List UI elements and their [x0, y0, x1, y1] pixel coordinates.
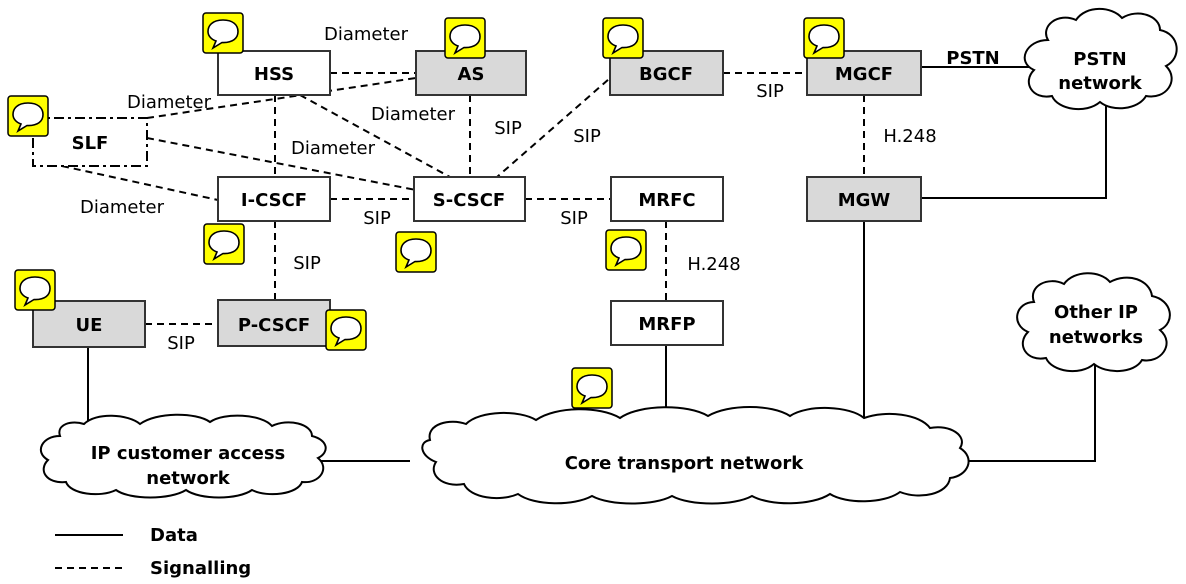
icscf-pcscf-sip-label: SIP — [293, 253, 321, 274]
access-cloud-label-line1: IP customer access — [91, 443, 286, 464]
slf-icscf-link-label: Diameter — [80, 197, 165, 218]
pstn-cloud-label-line2: network — [1058, 73, 1142, 94]
ue-pcscf-sip-label: SIP — [167, 333, 195, 354]
slf-scscf-link-label: Diameter — [291, 138, 376, 159]
link-slf-icscf — [61, 165, 219, 201]
as-label: AS — [458, 64, 485, 85]
legend-signalling-label: Signalling — [150, 558, 251, 579]
signalling-links — [61, 71, 865, 325]
icscf-label: I-CSCF — [241, 190, 307, 211]
comment-icon[interactable] — [325, 309, 367, 351]
pcscf-label: P-CSCF — [238, 315, 310, 336]
as-scscf-sip-label: SIP — [494, 118, 522, 139]
comment-icon[interactable] — [395, 231, 437, 273]
pstn-network-cloud — [1023, 7, 1178, 111]
comment-icon[interactable] — [203, 223, 245, 265]
mrfc-mrfp-h248-label: H.248 — [687, 254, 740, 275]
bgcf-label: BGCF — [639, 64, 693, 85]
slf-node — [32, 117, 148, 167]
link-bgcf-scscf — [496, 71, 618, 178]
mrfp-label: MRFP — [638, 314, 695, 335]
pcscf-node — [217, 299, 331, 347]
mgw-label: MGW — [838, 190, 891, 211]
hss-as-link-label: Diameter — [324, 24, 409, 45]
mrfc-node — [610, 176, 724, 222]
icscf-node — [217, 176, 331, 222]
link-hss-scscf — [299, 94, 451, 178]
ip-customer-access-network-cloud — [39, 413, 327, 499]
mgcf-pstn-link-label: PSTN — [946, 48, 1000, 69]
comment-icon[interactable] — [7, 95, 49, 137]
hss-label: HSS — [254, 64, 294, 85]
mgcf-label: MGCF — [835, 64, 893, 85]
icscf-scscf-sip-label: SIP — [363, 208, 391, 229]
legend-data-label: Data — [150, 525, 198, 546]
scscf-mrfc-sip-label: SIP — [560, 208, 588, 229]
legend: Data Signalling — [55, 525, 251, 579]
comment-icon[interactable] — [803, 17, 845, 59]
pstn-cloud-label-line1: PSTN — [1073, 49, 1127, 70]
comment-icon[interactable] — [571, 367, 613, 409]
mrfc-label: MRFC — [638, 190, 695, 211]
scscf-node — [413, 176, 526, 222]
slf-hss-link-label: Diameter — [127, 92, 212, 113]
other-ip-cloud-label-line1: Other IP — [1054, 302, 1138, 323]
link-slf-as — [146, 77, 417, 119]
mgcf-mgw-h248-label: H.248 — [883, 126, 936, 147]
slf-label: SLF — [72, 133, 109, 154]
bgcf-mgcf-sip-label: SIP — [756, 81, 784, 102]
comment-icon[interactable] — [602, 17, 644, 59]
link-core-otherip — [965, 358, 1096, 462]
other-ip-networks-cloud — [1016, 272, 1171, 373]
link-mgw-pstn — [921, 90, 1107, 199]
mrfp-node — [610, 300, 724, 346]
mgcf-node — [806, 50, 922, 96]
core-cloud-label: Core transport network — [565, 453, 805, 474]
data-links — [87, 66, 1107, 462]
hss-node — [217, 50, 331, 96]
link-slf-scscf — [146, 137, 417, 191]
bgcf-scscf-sip-label: SIP — [573, 126, 601, 147]
scscf-label: S-CSCF — [433, 190, 505, 211]
comment-icon[interactable] — [605, 229, 647, 271]
core-transport-network-cloud — [421, 406, 970, 505]
comment-icon[interactable] — [444, 17, 486, 59]
comment-icon[interactable] — [202, 12, 244, 54]
as-scscf-diameter-label: Diameter — [371, 104, 456, 125]
comment-icon[interactable] — [14, 269, 56, 311]
mgw-node — [806, 176, 922, 222]
other-ip-cloud-label-line2: networks — [1049, 327, 1143, 348]
access-cloud-label-line2: network — [146, 468, 230, 489]
ue-label: UE — [76, 315, 103, 336]
